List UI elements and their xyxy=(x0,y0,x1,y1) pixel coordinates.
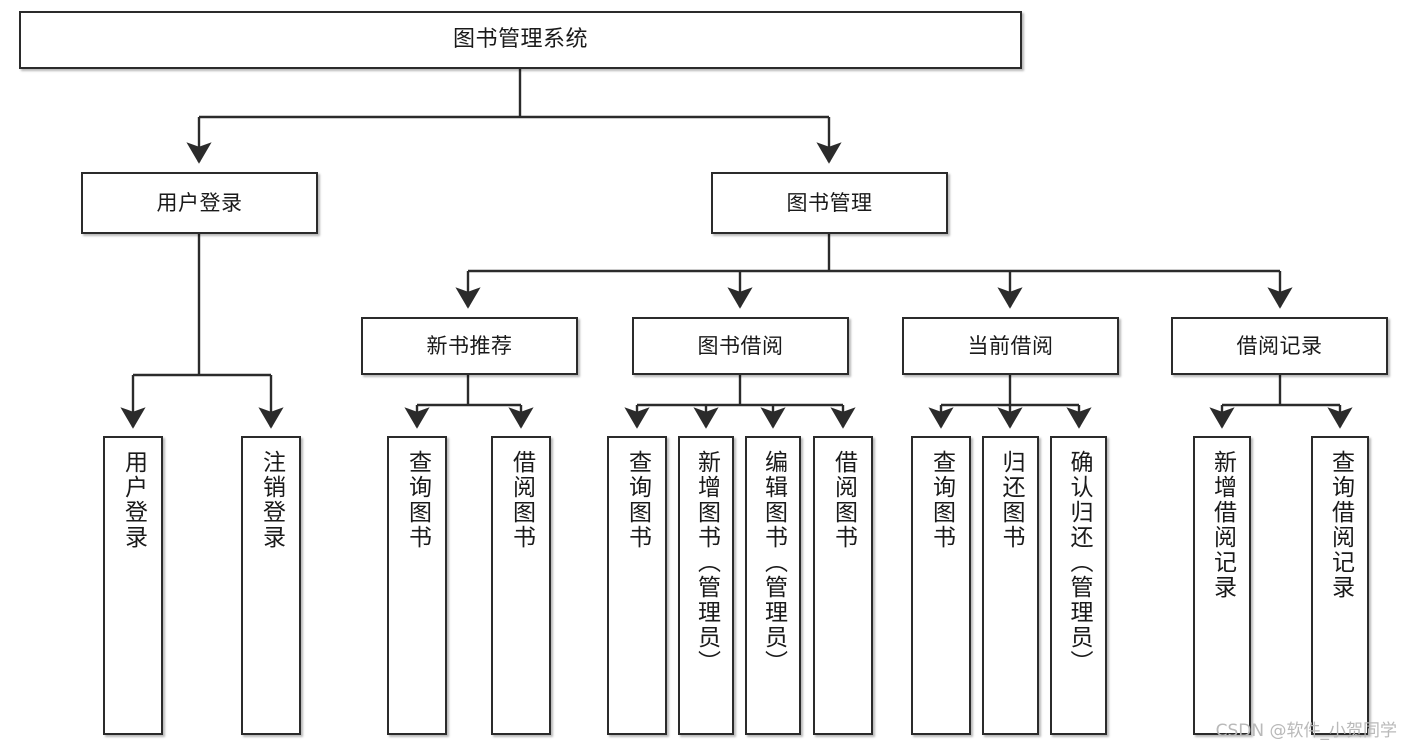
node-label: 新书推荐 xyxy=(426,333,513,358)
leaf-add-book[interactable]: 新增图书（管理员） xyxy=(678,436,734,735)
node-label: 图书管理系统 xyxy=(452,27,588,53)
node-user-login[interactable]: 用户登录 xyxy=(81,172,318,234)
leaf-user-login[interactable]: 用户登录 xyxy=(103,436,163,735)
node-label: 借阅图书 xyxy=(830,450,857,550)
node-label: 编辑图书（管理员） xyxy=(760,450,787,675)
leaf-confirm-return[interactable]: 确认归还（管理员） xyxy=(1050,436,1107,735)
node-book-manage[interactable]: 图书管理 xyxy=(711,172,948,234)
node-new-book-recommend[interactable]: 新书推荐 xyxy=(361,317,578,375)
node-label: 当前借阅 xyxy=(967,333,1054,358)
leaf-borrow-book[interactable]: 借阅图书 xyxy=(813,436,873,735)
node-label: 查询借阅记录 xyxy=(1327,450,1354,600)
node-label: 图书管理 xyxy=(786,190,873,215)
leaf-query-borrow-record[interactable]: 查询借阅记录 xyxy=(1311,436,1369,735)
node-label: 用户登录 xyxy=(156,190,243,215)
leaf-add-borrow-record[interactable]: 新增借阅记录 xyxy=(1193,436,1251,735)
leaf-edit-book[interactable]: 编辑图书（管理员） xyxy=(745,436,801,735)
node-label: 确认归还（管理员） xyxy=(1066,450,1092,675)
node-system-root[interactable]: 图书管理系统 xyxy=(19,11,1022,69)
node-current-borrow[interactable]: 当前借阅 xyxy=(902,317,1119,375)
leaf-query-book-borrow[interactable]: 查询图书 xyxy=(607,436,667,735)
leaf-query-book-recommend[interactable]: 查询图书 xyxy=(387,436,447,735)
node-borrow-record[interactable]: 借阅记录 xyxy=(1171,317,1388,375)
node-book-borrow[interactable]: 图书借阅 xyxy=(632,317,849,375)
leaf-logout-login[interactable]: 注销登录 xyxy=(241,436,301,735)
leaf-query-book-current[interactable]: 查询图书 xyxy=(911,436,971,735)
node-label: 借阅记录 xyxy=(1236,333,1323,358)
node-label: 查询图书 xyxy=(624,450,651,550)
node-label: 用户登录 xyxy=(120,450,147,550)
node-label: 借阅图书 xyxy=(508,450,535,550)
node-label: 查询图书 xyxy=(928,450,955,550)
node-label: 归还图书 xyxy=(998,450,1024,550)
node-label: 注销登录 xyxy=(258,450,285,550)
node-label: 查询图书 xyxy=(404,450,431,550)
node-label: 新增借阅记录 xyxy=(1209,450,1236,600)
node-label: 新增图书（管理员） xyxy=(693,450,720,675)
leaf-borrow-book-recommend[interactable]: 借阅图书 xyxy=(491,436,551,735)
node-label: 图书借阅 xyxy=(697,333,784,358)
leaf-return-book[interactable]: 归还图书 xyxy=(982,436,1039,735)
